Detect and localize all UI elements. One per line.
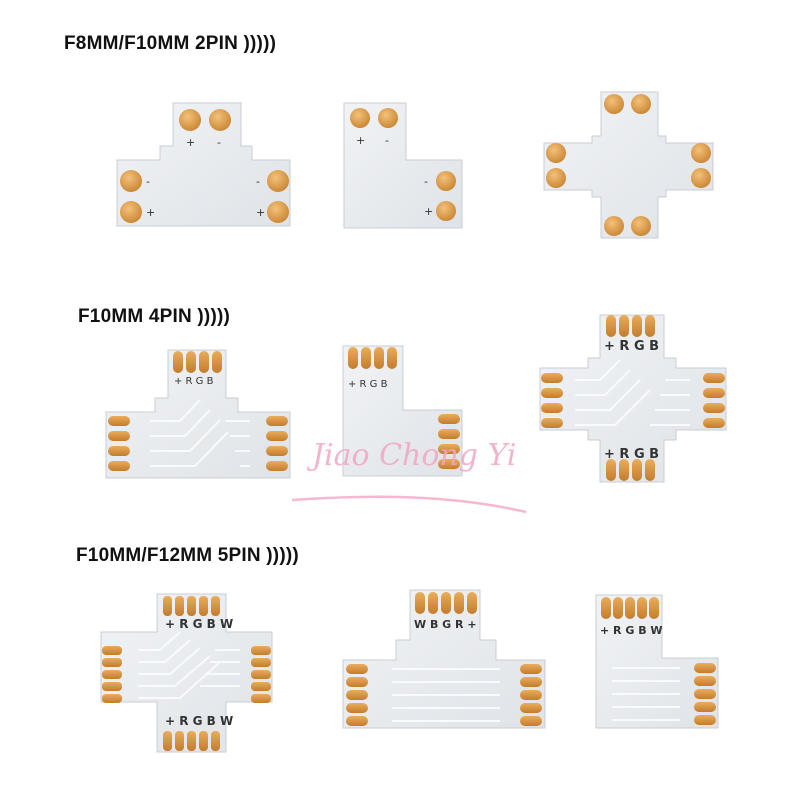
2pin-l-connector: + - - +: [343, 102, 463, 229]
svg-text:+ R G B: + R G B: [348, 379, 388, 390]
4pin-t-connector: + R G B: [105, 349, 291, 479]
2pin-cross-connector: [543, 91, 714, 239]
4pin-l-connector: + R G B: [342, 345, 463, 477]
watermark-text: Jiao Chong Yi: [312, 438, 517, 473]
svg-text:+: +: [256, 206, 265, 219]
svg-text:+: +: [146, 206, 155, 219]
svg-text:+ R G B: + R G B: [604, 447, 659, 462]
svg-text:+ R G B W: + R G B W: [600, 624, 663, 637]
svg-text:+: +: [424, 205, 433, 218]
svg-text:-: -: [146, 175, 150, 188]
svg-text:+: +: [186, 136, 195, 149]
svg-text:+ R G B: + R G B: [604, 339, 659, 354]
5pin-cross-connector: + R G B W + R G B W: [100, 593, 273, 753]
5pin-t-connector: W B G R +: [342, 589, 546, 729]
svg-text:+ R G B W: + R G B W: [165, 714, 233, 728]
svg-text:-: -: [217, 136, 221, 149]
svg-text:-: -: [385, 134, 389, 147]
svg-text:-: -: [256, 175, 260, 188]
section-title-4pin: F10MM 4PIN ))))): [78, 306, 231, 327]
svg-text:W B G R +: W B G R +: [414, 618, 477, 631]
svg-text:+: +: [356, 134, 365, 147]
svg-text:+ R G B W: + R G B W: [165, 617, 233, 631]
2pin-t-connector: + - - + - +: [116, 102, 291, 227]
4pin-cross-connector: + R G B + R G B: [539, 314, 727, 483]
svg-text:-: -: [424, 175, 428, 188]
section-title-5pin: F10MM/F12MM 5PIN ))))): [76, 545, 299, 566]
svg-text:+ R G B: + R G B: [174, 376, 214, 387]
section-title-2pin: F8MM/F10MM 2PIN ))))): [64, 33, 277, 54]
5pin-l-connector: + R G B W: [595, 594, 719, 729]
watermark-swoosh: [291, 495, 527, 514]
